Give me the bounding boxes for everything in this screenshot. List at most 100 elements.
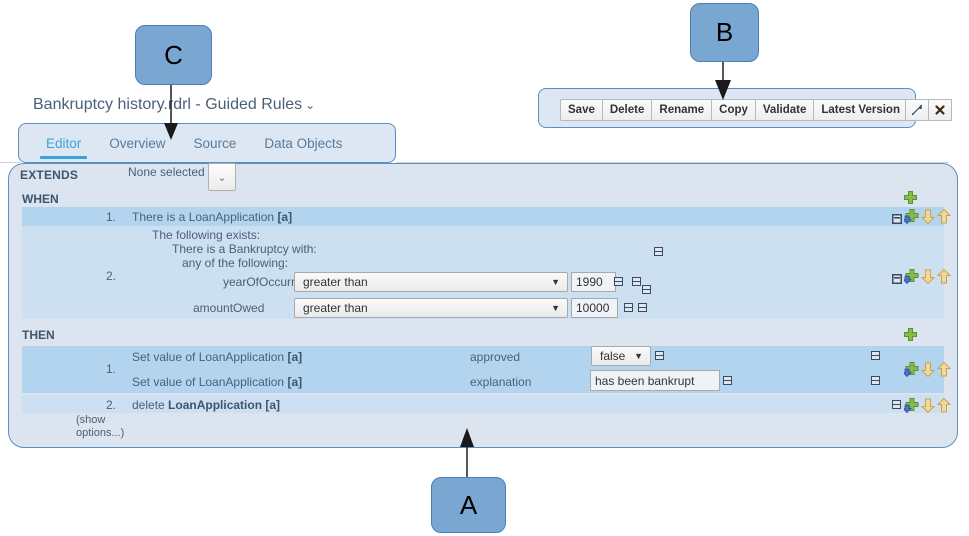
move-down-icon	[920, 362, 936, 378]
when-row-2-insert-button[interactable]	[902, 269, 919, 289]
move-up-icon	[936, 268, 952, 284]
collapse-minus-box-icon[interactable]	[638, 303, 647, 312]
toolbar-window-controls	[905, 99, 952, 121]
when-row-1-binding: [a]	[277, 210, 293, 224]
then-row-1-move-down-button[interactable]	[920, 362, 936, 382]
collapse-minus-box-icon	[892, 214, 902, 224]
collapse-minus-box-icon[interactable]	[871, 351, 880, 360]
when-row-1-band	[22, 207, 944, 226]
move-up-icon	[936, 361, 952, 377]
then-row-2-text: delete LoanApplication [a]	[132, 398, 280, 412]
chevron-down-icon: ▼	[551, 277, 560, 287]
collapse-minus-box-icon[interactable]	[654, 247, 663, 256]
then-action-2-label: Set value of LoanApplication	[132, 375, 288, 389]
constraint-2-operator-select[interactable]: greater than ▼	[294, 298, 568, 318]
collapse-minus-box-icon[interactable]	[642, 285, 651, 294]
chevron-down-icon[interactable]: ⌄	[305, 98, 316, 112]
close-icon	[935, 105, 945, 115]
annotation-callout-a: A	[431, 477, 506, 533]
constraint-2-field: amountOwed	[193, 301, 265, 315]
when-row-2-line-2: There is a Bankruptcy with:	[172, 242, 317, 256]
chevron-down-icon: ⌄	[217, 171, 227, 184]
constraint-2-value-input[interactable]: 10000	[571, 298, 618, 318]
show-options-link[interactable]: (show options...)	[76, 414, 125, 439]
close-button[interactable]	[928, 99, 952, 121]
when-row-2-move-down-button[interactable]	[920, 269, 936, 289]
then-row-1-insert-button[interactable]	[902, 362, 919, 382]
then-action-2-value-input[interactable]: has been bankrupt	[590, 370, 720, 391]
page-title-text: Bankruptcy history.rdrl - Guided Rules	[33, 96, 303, 113]
collapse-minus-box-icon[interactable]	[892, 400, 901, 409]
copy-button[interactable]: Copy	[711, 99, 755, 121]
then-row-2-move-down-button[interactable]	[920, 398, 936, 418]
constraint-1-operator-select[interactable]: greater than ▼	[294, 272, 568, 292]
then-action-1-field: approved	[470, 350, 521, 364]
when-add-button[interactable]	[903, 190, 918, 210]
then-add-button[interactable]	[903, 327, 918, 347]
then-action-1-label: Set value of LoanApplication	[132, 350, 288, 364]
move-down-icon	[920, 398, 936, 414]
when-row-1-move-up-button[interactable]	[936, 208, 952, 229]
tab-bar: Editor Overview Source Data Objects	[18, 123, 396, 163]
then-row-2-binding: LoanApplication [a]	[168, 398, 281, 412]
when-row-2-number: 2.	[105, 269, 116, 283]
header-divider	[396, 162, 949, 163]
rename-button[interactable]: Rename	[651, 99, 712, 121]
then-row-2-band	[22, 395, 944, 413]
then-row-1-number: 1.	[105, 362, 116, 376]
collapse-minus-box-icon[interactable]	[655, 351, 664, 360]
then-action-2-text: Set value of LoanApplication [a]	[132, 375, 302, 389]
tab-editor[interactable]: Editor	[32, 123, 95, 163]
move-down-icon	[920, 209, 936, 225]
when-row-2-collapse[interactable]	[892, 271, 902, 289]
version-dropdown-label: Latest Version	[821, 104, 900, 116]
collapse-minus-box-icon[interactable]	[871, 376, 880, 385]
delete-button[interactable]: Delete	[601, 99, 652, 121]
when-row-1-collapse[interactable]	[892, 211, 902, 229]
when-row-2-move-up-button[interactable]	[936, 268, 952, 289]
insert-below-icon	[902, 209, 919, 225]
tab-data-objects[interactable]: Data Objects	[264, 135, 343, 151]
when-row-1-label: There is a LoanApplication	[132, 210, 278, 224]
then-action-1-text: Set value of LoanApplication [a]	[132, 350, 302, 364]
move-up-icon	[936, 397, 952, 413]
then-row-1-move-up-button[interactable]	[936, 361, 952, 382]
move-up-icon	[936, 208, 952, 224]
annotation-callout-b: B	[690, 3, 759, 62]
tab-overview[interactable]: Overview	[109, 135, 166, 151]
chevron-down-icon: ▼	[634, 351, 643, 361]
extends-dropdown-button[interactable]: ⌄	[208, 163, 236, 191]
collapse-minus-box-icon[interactable]	[723, 376, 732, 385]
then-action-2-field: explanation	[470, 375, 532, 389]
then-row-2-move-up-button[interactable]	[936, 397, 952, 418]
then-row-2-number: 2.	[105, 398, 116, 412]
validate-button[interactable]: Validate	[754, 99, 814, 121]
then-label: THEN	[22, 328, 55, 342]
add-green-plus-icon	[904, 328, 917, 341]
then-action-1-binding: [a]	[287, 350, 303, 364]
then-row-2-insert-button[interactable]	[902, 398, 919, 418]
collapse-minus-box-icon[interactable]	[632, 277, 641, 286]
when-row-2-line-3: any of the following:	[182, 256, 289, 270]
then-row-2-label: delete	[132, 398, 169, 412]
constraint-1-value-input[interactable]: 1990	[571, 272, 616, 292]
when-row-1-insert-button[interactable]	[902, 209, 919, 229]
save-button[interactable]: Save	[560, 99, 602, 121]
when-row-2-line-1: The following exists:	[152, 228, 261, 242]
collapse-minus-box-icon[interactable]	[624, 303, 633, 312]
tab-source[interactable]: Source	[193, 135, 237, 151]
insert-below-icon	[902, 398, 919, 414]
constraint-1-operator-value: greater than	[303, 275, 368, 289]
when-row-1-number: 1.	[105, 210, 116, 224]
collapse-minus-box-icon	[892, 274, 902, 284]
restore-button[interactable]	[905, 99, 928, 121]
collapse-minus-box-icon[interactable]	[614, 277, 623, 286]
extends-label: EXTENDS	[20, 168, 79, 182]
chevron-down-icon: ▼	[551, 303, 560, 313]
restore-icon	[912, 105, 922, 115]
then-action-1-value-select[interactable]: false ▼	[591, 346, 651, 366]
when-row-1-text: There is a LoanApplication [a]	[132, 210, 292, 224]
insert-below-icon	[902, 269, 919, 285]
when-row-1-move-down-button[interactable]	[920, 209, 936, 229]
page-title: Bankruptcy history.rdrl - Guided Rules⌄	[33, 96, 315, 114]
